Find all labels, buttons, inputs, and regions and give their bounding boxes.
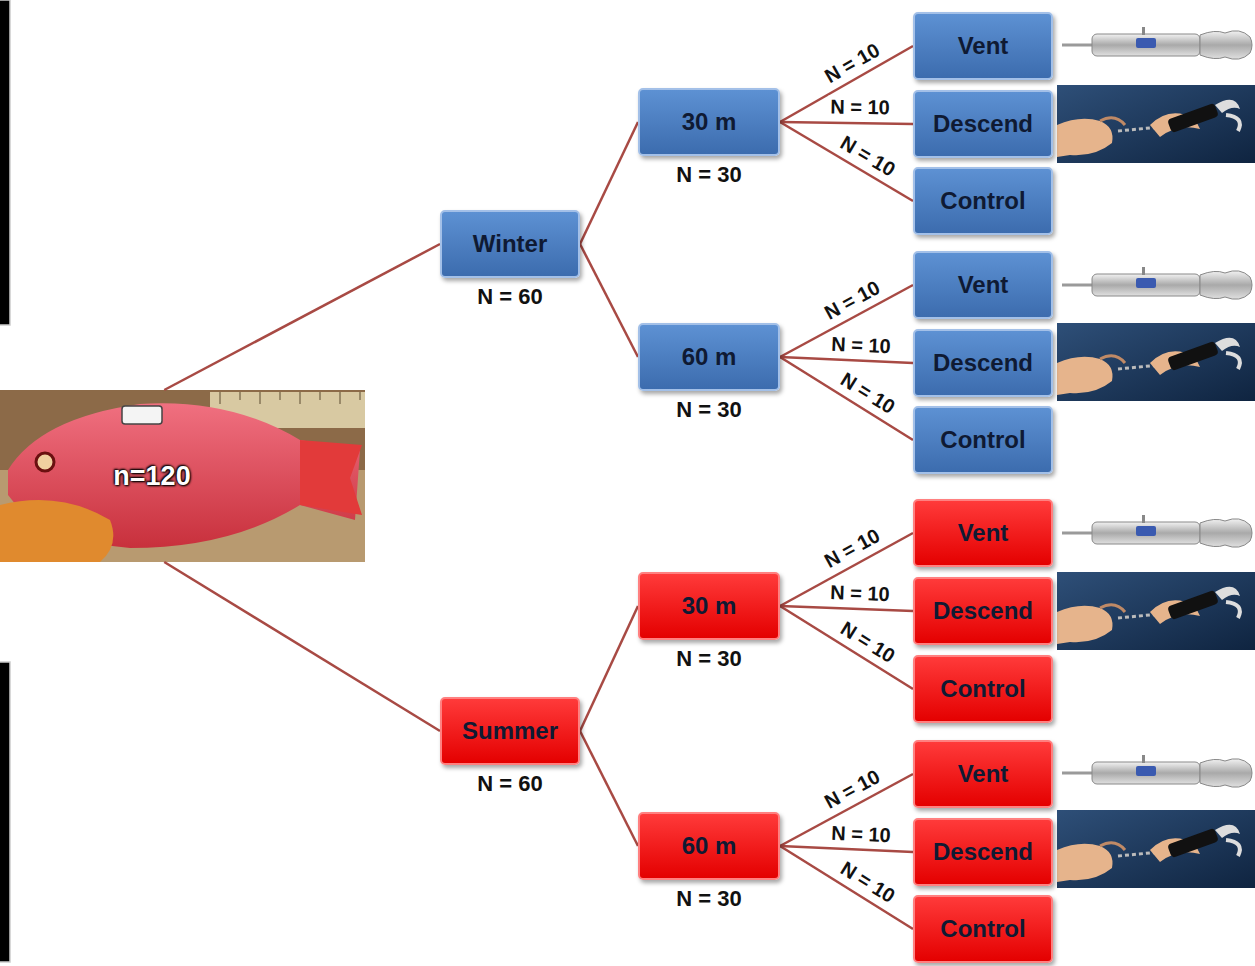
connector	[580, 731, 638, 846]
box-label: Descend	[933, 349, 1033, 377]
edge-label: N = 10	[819, 523, 885, 573]
process-box: Control	[913, 655, 1053, 723]
sample-size: N = 30	[676, 397, 741, 423]
process-box: Vent	[913, 740, 1053, 808]
process-box: 30 mN = 30	[638, 88, 780, 156]
sample-size: N = 60	[477, 771, 542, 797]
box-label: 30 m	[682, 108, 737, 136]
process-box: Vent	[913, 251, 1053, 319]
box-label: Vent	[958, 519, 1009, 547]
connector	[780, 606, 913, 611]
edge-label: N = 10	[835, 130, 901, 181]
box-label: Descend	[933, 838, 1033, 866]
process-box: Vent	[913, 499, 1053, 567]
process-box: 60 mN = 30	[638, 323, 780, 391]
box-label: Summer	[462, 717, 558, 745]
edge-label: N = 10	[819, 37, 885, 88]
box-label: Descend	[933, 597, 1033, 625]
connector	[780, 122, 913, 124]
connector	[780, 846, 913, 852]
box-label: Control	[940, 675, 1025, 703]
process-box: 60 mN = 30	[638, 812, 780, 880]
process-box: Vent	[913, 12, 1053, 80]
sample-size: N = 30	[676, 886, 741, 912]
connector	[580, 122, 638, 244]
box-label: 60 m	[682, 832, 737, 860]
edge-label: N = 10	[836, 856, 902, 908]
connector	[780, 357, 913, 363]
sample-size: N = 30	[676, 162, 741, 188]
process-box: Descend	[913, 577, 1053, 645]
box-label: Winter	[473, 230, 547, 258]
edge-label: N = 10	[828, 581, 892, 605]
box-label: Vent	[958, 760, 1009, 788]
box-label: Control	[940, 426, 1025, 454]
connector	[780, 846, 913, 929]
process-box: SummerN = 60	[440, 697, 580, 765]
process-box: WinterN = 60	[440, 210, 580, 278]
box-label: 30 m	[682, 592, 737, 620]
sample-size: n=120	[113, 461, 190, 492]
box-label: Vent	[958, 32, 1009, 60]
connector	[164, 244, 440, 390]
edge-label: N = 10	[819, 764, 885, 814]
process-box: Descend	[913, 90, 1053, 158]
process-box: 30 mN = 30	[638, 572, 780, 640]
box-label: Vent	[958, 271, 1009, 299]
connector	[780, 606, 913, 689]
edge-label: N = 10	[836, 616, 902, 668]
connector	[164, 562, 440, 731]
connector	[580, 606, 638, 731]
connector	[580, 244, 638, 357]
sample-size: N = 30	[676, 646, 741, 672]
process-box: Descend	[913, 329, 1053, 397]
process-box: Control	[913, 406, 1053, 474]
box-label: Control	[940, 915, 1025, 943]
edge-label: N = 10	[828, 821, 892, 846]
process-box: Control	[913, 167, 1053, 235]
edge-label: N = 10	[828, 96, 892, 119]
box-label: Control	[940, 187, 1025, 215]
photo-node: n=120	[0, 390, 365, 562]
edge-label: N = 10	[836, 367, 902, 419]
box-label: Descend	[933, 110, 1033, 138]
box-label: 60 m	[682, 343, 737, 371]
process-box: Control	[913, 895, 1053, 963]
edge-label: N = 10	[828, 332, 892, 357]
connector	[780, 357, 913, 440]
edge-label: N = 10	[819, 275, 885, 325]
sample-size: N = 60	[477, 284, 542, 310]
connector	[780, 122, 913, 201]
process-box: Descend	[913, 818, 1053, 886]
